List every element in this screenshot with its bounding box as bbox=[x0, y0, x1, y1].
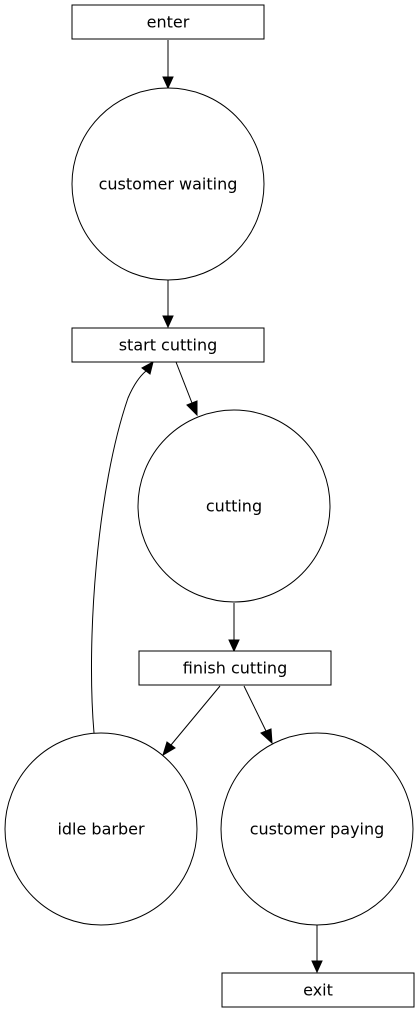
edge-idle-barber-to-start-cutting bbox=[90, 361, 154, 734]
transition-exit-label: exit bbox=[303, 981, 333, 1000]
transition-finish-cutting: finish cutting bbox=[138, 650, 332, 686]
place-cutting: cutting bbox=[137, 409, 331, 603]
place-customer-paying-label: customer paying bbox=[250, 820, 385, 839]
place-idle-barber-label: idle barber bbox=[57, 820, 145, 839]
edge-cutting-to-finish-cutting bbox=[228, 603, 240, 653]
edge-enter-to-customer-waiting bbox=[162, 40, 174, 90]
transition-enter-label: enter bbox=[147, 13, 190, 32]
place-customer-waiting: customer waiting bbox=[71, 87, 265, 281]
place-idle-barber: idle barber bbox=[4, 732, 198, 926]
transition-enter: enter bbox=[71, 4, 265, 40]
place-customer-paying: customer paying bbox=[220, 732, 414, 926]
transition-exit: exit bbox=[221, 972, 415, 1008]
edge-finish-cutting-to-customer-paying bbox=[243, 685, 273, 745]
edges bbox=[90, 40, 323, 974]
transition-start-cutting: start cutting bbox=[71, 327, 265, 363]
place-cutting-label: cutting bbox=[206, 497, 262, 516]
place-customer-waiting-label: customer waiting bbox=[99, 175, 238, 194]
edge-start-cutting-to-cutting bbox=[175, 361, 198, 417]
edge-customer-waiting-to-start-cutting bbox=[162, 280, 174, 329]
transition-start-cutting-label: start cutting bbox=[119, 336, 218, 355]
edge-finish-cutting-to-idle-barber bbox=[162, 685, 221, 757]
edge-customer-paying-to-exit bbox=[311, 925, 323, 974]
transition-finish-cutting-label: finish cutting bbox=[183, 659, 287, 678]
